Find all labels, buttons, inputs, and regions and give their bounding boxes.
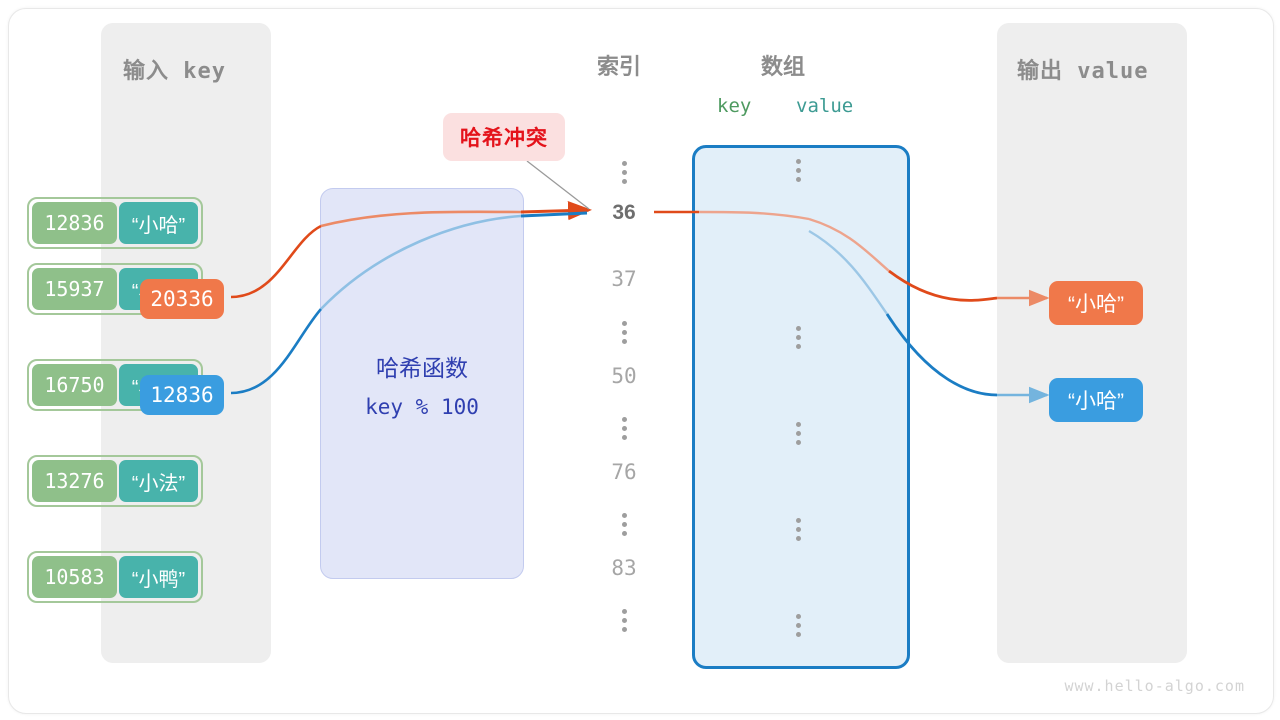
index-label-36: 36 <box>612 201 636 224</box>
hash-function-title: 哈希函数 <box>376 355 468 381</box>
array-cell-4-value: “小鸭” <box>118 556 198 598</box>
array-cell-3[interactable]: 13276 “小法” <box>27 455 203 507</box>
dot <box>795 177 801 182</box>
array-dots-0 <box>710 159 886 182</box>
array-cell-2-key: 16750 <box>32 364 117 406</box>
index-column-heading: 索引 <box>597 54 642 79</box>
dot <box>621 321 627 326</box>
index-dots-1 <box>589 321 659 344</box>
index-label-83: 83 <box>611 556 637 580</box>
index-dots-0 <box>589 161 659 184</box>
dot <box>795 518 801 523</box>
index-label-37: 37 <box>611 267 637 291</box>
dot <box>621 618 627 623</box>
dot <box>795 159 801 164</box>
dot <box>621 531 627 536</box>
index-dots-2 <box>589 417 659 440</box>
index-dots-4 <box>589 609 659 632</box>
dot <box>621 161 627 166</box>
array-cell-0-value: “小哈” <box>118 202 198 244</box>
output-value-0[interactable]: “小哈” <box>1049 281 1143 325</box>
array-cell-3-key: 13276 <box>32 460 117 502</box>
dot <box>795 623 801 628</box>
dot <box>795 168 801 173</box>
hash-function-box: 哈希函数 key % 100 <box>320 188 524 579</box>
array-cell-4-key: 10583 <box>32 556 117 598</box>
dot <box>621 522 627 527</box>
dot <box>795 335 801 340</box>
array-cell-0-key: 12836 <box>32 202 117 244</box>
dot <box>795 632 801 637</box>
dot <box>621 170 627 175</box>
output-panel-title: 输出 value <box>1017 59 1149 84</box>
dot <box>621 435 627 440</box>
dot <box>621 426 627 431</box>
diagram-canvas: 输入 key 输出 value 索引 数组 key value 哈希函数 key… <box>8 8 1274 714</box>
dot <box>621 417 627 422</box>
array-dots-2 <box>710 422 886 445</box>
value-column-heading: value <box>796 95 854 117</box>
dot <box>621 339 627 344</box>
input-key-0[interactable]: 20336 <box>140 279 224 319</box>
array-cell-4[interactable]: 10583 “小鸭” <box>27 551 203 603</box>
dot <box>795 422 801 427</box>
array-dots-4 <box>710 614 886 637</box>
wire-orange-to-index <box>520 201 592 221</box>
dot <box>795 344 801 349</box>
index-dots-3 <box>589 513 659 536</box>
key-column-heading: key <box>717 95 752 117</box>
dot <box>795 527 801 532</box>
input-key-1[interactable]: 12836 <box>140 375 224 415</box>
index-label-50: 50 <box>611 364 637 388</box>
dot <box>795 326 801 331</box>
dot <box>621 513 627 518</box>
array-column-heading: 数组 <box>761 54 806 79</box>
array-cell-0[interactable]: 12836 “小哈” <box>27 197 203 249</box>
array-cell-1-key: 15937 <box>32 268 117 310</box>
hash-function-expression: key % 100 <box>365 395 479 419</box>
array-dots-1 <box>710 326 886 349</box>
dot <box>621 330 627 335</box>
hash-table-array <box>692 145 910 669</box>
output-panel: 输出 value <box>997 23 1187 663</box>
dot <box>621 179 627 184</box>
array-dots-3 <box>710 518 886 541</box>
dot <box>621 609 627 614</box>
wire-blue-to-index <box>520 211 588 218</box>
input-panel-title: 输入 key <box>123 59 226 84</box>
dot <box>621 627 627 632</box>
badge-leader-line <box>526 160 590 210</box>
hash-collision-badge: 哈希冲突 <box>443 113 565 161</box>
array-cell-3-value: “小法” <box>118 460 198 502</box>
dot <box>795 536 801 541</box>
dot <box>795 614 801 619</box>
index-label-76: 76 <box>611 460 637 484</box>
output-value-1[interactable]: “小哈” <box>1049 378 1143 422</box>
dot <box>795 440 801 445</box>
watermark: www.hello-algo.com <box>1064 677 1245 695</box>
dot <box>795 431 801 436</box>
